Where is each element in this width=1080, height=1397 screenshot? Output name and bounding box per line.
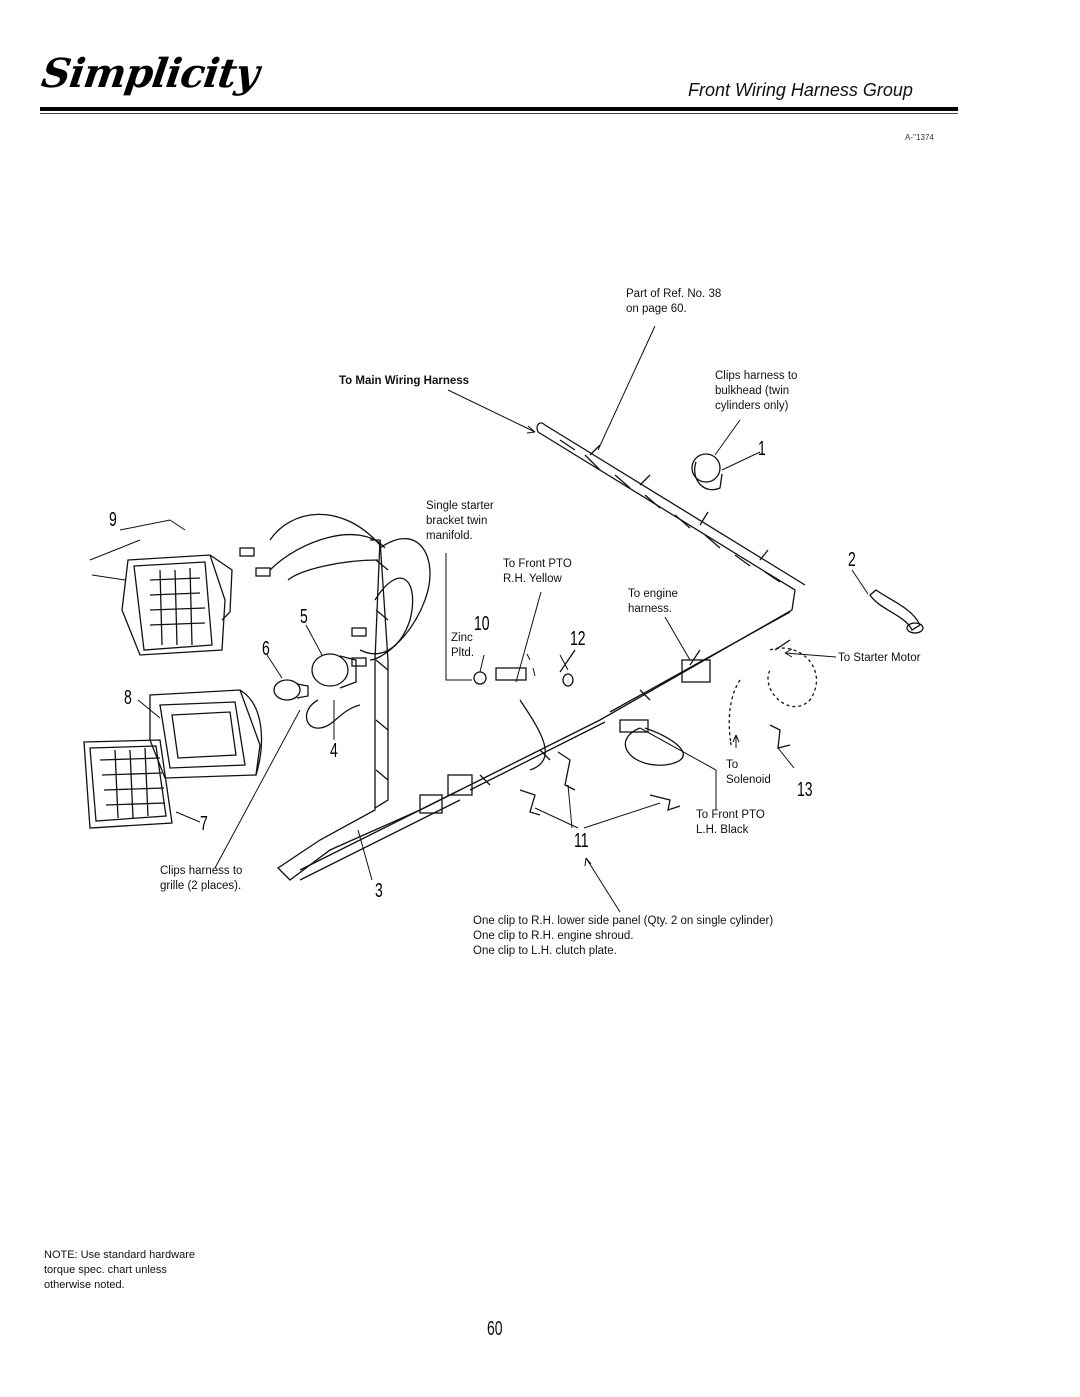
leader-2: [851, 569, 869, 595]
ref-number-6: 6: [262, 638, 270, 660]
callout-clips-grille: Clips harness to grille (2 places).: [160, 865, 243, 892]
ref-number-11: 11: [574, 830, 589, 852]
leader-11: [534, 784, 661, 829]
callout-clip-list: One clip to R.H. lower side panel (Qty. …: [473, 915, 774, 957]
leader-5: [305, 624, 323, 656]
leader-3: [357, 829, 373, 881]
callout-zinc-pltd: Zinc Pltd.: [451, 632, 475, 659]
footer-note: NOTE: Use standard hardware torque spec.…: [44, 1249, 196, 1291]
ref-number-8: 8: [124, 687, 132, 709]
leader-6: [266, 654, 283, 679]
callout-single-starter: Single starter bracket twin manifold.: [426, 500, 494, 542]
leader-engine-harness: [664, 616, 691, 661]
callout-clips-bulkhead: Clips harness to bulkhead (twin cylinder…: [715, 370, 798, 412]
ref-number-5: 5: [300, 606, 308, 628]
page-number: 60: [487, 1318, 503, 1340]
callout-front-pto-lh: To Front PTO L.H. Black: [696, 809, 765, 836]
ref-number-2: 2: [848, 549, 856, 571]
leader-8: [137, 699, 161, 719]
callout-solenoid: To Solenoid: [726, 759, 771, 786]
ref-number-13: 13: [797, 779, 813, 801]
ref-number-7: 7: [200, 813, 208, 835]
leader-part-of-ref: [597, 325, 656, 451]
leader-grille: [214, 709, 301, 869]
ref-number-10: 10: [474, 613, 490, 635]
leader-clip-list: [585, 857, 621, 913]
header-rule: [40, 107, 958, 111]
header-rule-thin: [40, 113, 958, 114]
leader-starter-motor: [784, 652, 837, 658]
leader-9: [119, 519, 186, 531]
ref-number-3: 3: [375, 880, 383, 902]
leader-main-harness: [447, 389, 536, 433]
callout-main-harness: To Main Wiring Harness: [339, 375, 470, 387]
leader-10: [445, 553, 472, 681]
ref-number-9: 9: [109, 509, 117, 531]
leader-7: [175, 811, 201, 823]
callout-part-of-ref: Part of Ref. No. 38 on page 60.: [626, 288, 722, 315]
leader-12: [559, 654, 569, 671]
leader-front-pto-rh: [515, 591, 542, 683]
ref-number-12: 12: [570, 628, 586, 650]
leader-front-pto-lh: [639, 727, 717, 810]
callout-engine-harness: To engine harness.: [628, 588, 678, 615]
leader-1: [721, 451, 761, 471]
ref-number-1: 1: [758, 438, 766, 460]
callout-starter-motor: To Starter Motor: [838, 652, 921, 664]
ref-number-4: 4: [330, 740, 338, 762]
page-title: Front Wiring Harness Group: [688, 80, 913, 100]
document-number: A-''1374: [905, 133, 934, 142]
leader-13: [777, 747, 795, 769]
callout-front-pto-rh: To Front PTO R.H. Yellow: [503, 558, 572, 585]
